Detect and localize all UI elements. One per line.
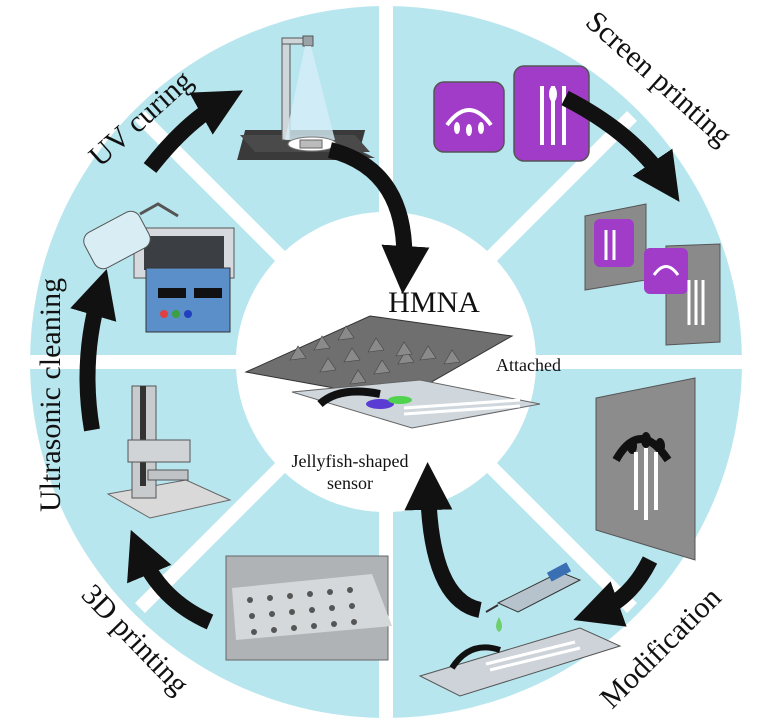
stencil-icon: [433, 65, 590, 162]
arrow-modification: [573, 556, 658, 627]
arrow-screen-printing: [561, 90, 680, 202]
drop-icon: [496, 617, 502, 632]
arrow-ultrasonic: [70, 268, 117, 432]
wash-bottle-icon: [83, 202, 179, 270]
arrow-uv-curing: [143, 90, 243, 173]
process-arrows: [70, 90, 680, 630]
modification-sheet-icon: [595, 377, 696, 561]
attached-label: Attached: [496, 355, 561, 375]
arrow-to-center: [404, 462, 483, 618]
hmna-device-icon: [244, 315, 541, 429]
3d-printer-icon: [106, 385, 232, 519]
sensor-label-line2: sensor: [327, 473, 373, 493]
sensor-sheet-icon: [584, 203, 721, 346]
pipette-icon: [485, 562, 582, 613]
arrow-3d-printing: [127, 529, 214, 630]
microneedle-array-icon: [225, 555, 392, 661]
sensor-sheet-bottom-icon: [418, 627, 622, 697]
sensor-label-line1: Jellyfish-shaped: [292, 451, 409, 471]
label-ultrasonic-cleaning: Ultrasonic cleaning: [34, 278, 67, 512]
ultrasonic-bath-icon: [133, 227, 235, 333]
arrow-uv-to-center: [327, 142, 430, 294]
center-title: HMNA: [388, 286, 480, 319]
